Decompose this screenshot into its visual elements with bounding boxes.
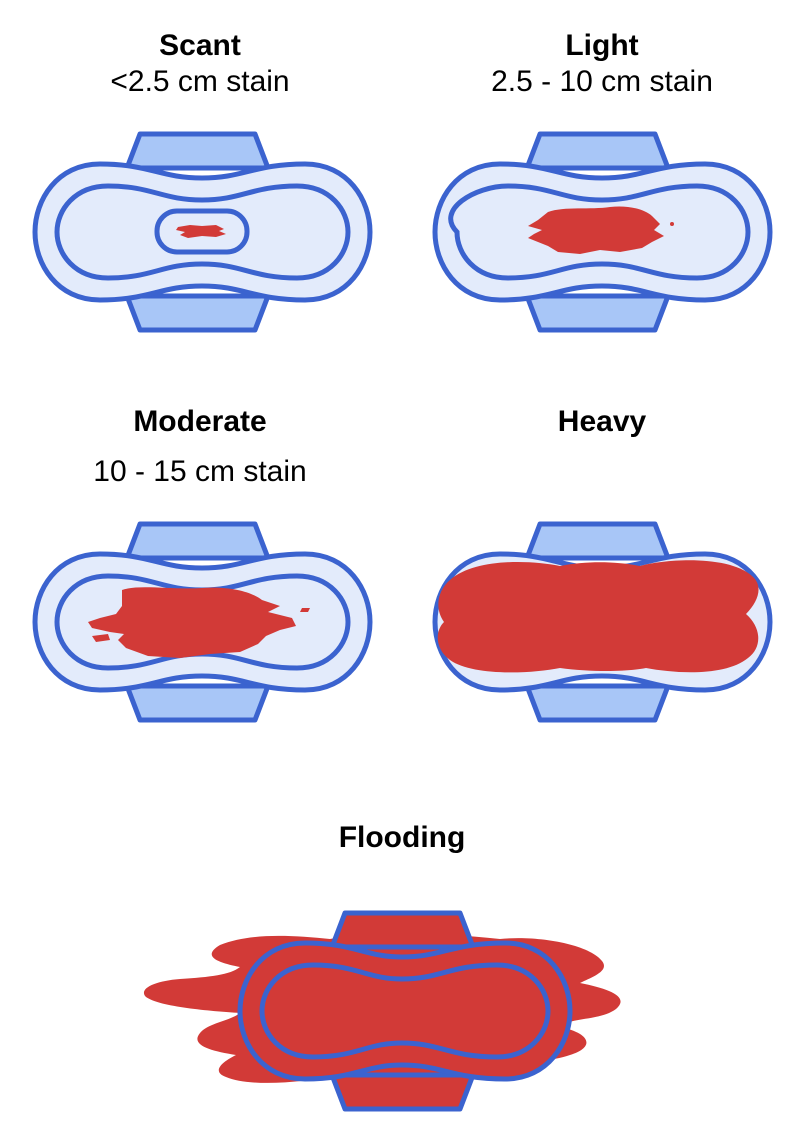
panel-title: Moderate (133, 405, 267, 438)
wing-bottom (329, 1072, 476, 1112)
stain (528, 206, 664, 254)
wing-bottom (124, 293, 271, 333)
panel-subtitle: <2.5 cm stain (110, 65, 290, 98)
panel-flooding-label: Flooding (232, 820, 572, 856)
wing-top (329, 910, 476, 950)
panel-title: Flooding (338, 821, 466, 854)
panel-light-label: Light 2.5 - 10 cm stain (432, 28, 772, 100)
pad-flooding (140, 905, 640, 1120)
panel-scant-label: Scant <2.5 cm stain (30, 28, 370, 100)
panel-subtitle: 2.5 - 10 cm stain (491, 65, 713, 98)
panel-title: Light (565, 29, 639, 62)
panel-subtitle: 10 - 15 cm stain (93, 455, 307, 488)
stain (88, 587, 296, 658)
wing-bottom (524, 293, 671, 333)
pad-moderate (30, 520, 375, 725)
panel-moderate-label: Moderate 10 - 15 cm stain (30, 404, 370, 490)
pad-heavy (430, 520, 775, 725)
pad-inner (259, 962, 551, 1060)
stain (176, 225, 226, 238)
wing-bottom (524, 683, 671, 723)
wing-top (524, 131, 671, 171)
pad-light (430, 130, 775, 335)
wing-top (124, 131, 271, 171)
panel-title: Heavy (557, 405, 647, 438)
panel-title: Scant (159, 29, 241, 62)
panel-heavy-label: Heavy (432, 404, 772, 440)
stain (437, 560, 759, 673)
wing-top (524, 521, 671, 561)
pad-scant (30, 130, 375, 335)
wing-top (124, 521, 271, 561)
wing-bottom (124, 683, 271, 723)
